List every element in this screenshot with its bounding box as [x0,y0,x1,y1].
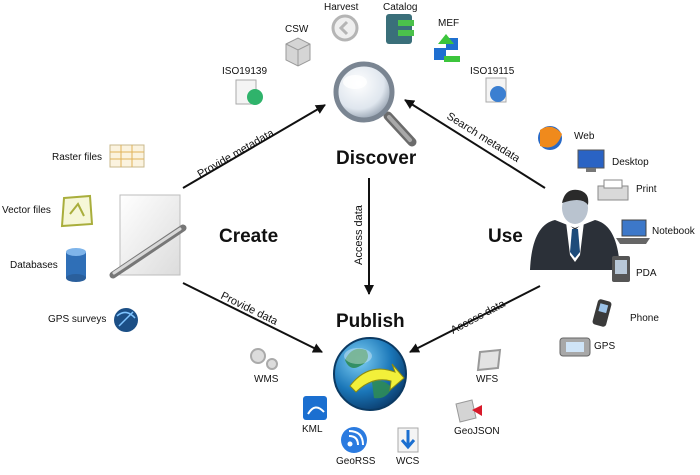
gps-device-icon [559,337,591,357]
label-georss: GeoRSS [336,456,376,467]
node-label-discover: Discover [336,148,417,169]
label-pda: PDA [636,268,657,279]
notebook-icon [616,219,650,244]
printer-icon [597,179,629,201]
label-wcs: WCS [396,456,420,467]
label-catalog: Catalog [383,2,418,13]
phone-icon [592,299,612,327]
edge-provide-metadata [182,104,326,189]
label-geojson: GeoJSON [454,426,500,437]
label-web: Web [574,131,595,142]
wms-gears-icon [250,348,278,370]
edge-label-provide-data: Provide data [219,290,281,328]
desktop-icon [577,149,605,172]
geojson-icon [455,399,482,423]
label-wfs: WFS [476,374,499,385]
node-label-publish: Publish [336,311,405,332]
label-gps: GPS [594,341,616,352]
edge-label-provide-metadata: Provide metadata [196,127,277,181]
edge-search-metadata [404,99,546,189]
label-kml: KML [302,424,323,435]
georss-icon [341,427,367,453]
kml-icon [303,396,327,420]
edge-provide-data [182,282,323,353]
label-desktop: Desktop [612,157,649,168]
edge-label-access-data-center: Access data [353,204,365,265]
magnifier-icon [333,61,417,147]
label-mef: MEF [438,18,460,29]
label-phone: Phone [630,313,659,324]
iso19115-icon [485,77,507,103]
node-label-create: Create [219,226,279,247]
csw-cube-icon [285,37,311,67]
mef-icon [434,34,460,62]
edge-label-search-metadata: Search metadata [444,110,522,165]
wcs-icon [397,427,419,453]
document-pen-icon [109,194,187,279]
globe-icon [333,337,407,411]
label-raster-files: Raster files [52,152,103,163]
vector-files-icon [60,194,94,228]
user-icon [530,189,620,270]
databases-icon [66,248,86,282]
catalog-icon [386,14,414,44]
pda-icon [612,256,630,282]
label-print: Print [636,184,657,195]
label-csw: CSW [285,24,309,35]
wfs-icon [476,348,502,372]
edge-access-data-right [409,285,541,353]
label-databases: Databases [10,260,58,271]
label-gps-surveys: GPS surveys [48,314,107,325]
label-notebook: Notebook [652,226,695,237]
raster-files-icon [109,144,145,168]
label-vector-files: Vector files [2,205,51,216]
iso19139-icon [235,79,263,105]
web-browser-icon [538,126,562,150]
node-label-use: Use [488,226,523,247]
edge-label-access-data-right: Access data [449,298,508,337]
gps-surveys-icon [114,308,138,332]
label-harvest: Harvest [324,2,359,13]
label-iso19115: ISO19115 [470,66,515,77]
label-wms: WMS [254,374,279,385]
label-iso19139: ISO19139 [222,66,268,77]
harvest-icon [331,14,359,42]
